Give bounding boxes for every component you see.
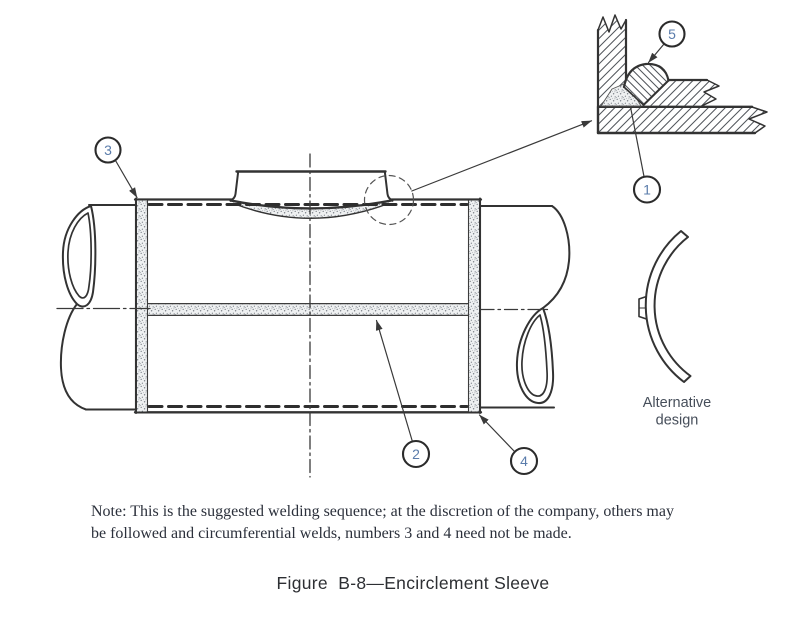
weld-detail-view: 5 1: [596, 14, 768, 204]
longitudinal-weld-band: [148, 304, 468, 315]
callout-1: 1: [632, 175, 662, 204]
callout-1-number: 1: [643, 182, 651, 198]
callout-4-leader: [478, 414, 516, 453]
pipe-plate-break-edge: [748, 106, 768, 134]
callout-5: 5: [658, 20, 686, 48]
branch-plate-section: [596, 14, 628, 108]
callout-2-circle: [401, 439, 431, 469]
callout-5-leader: [647, 43, 665, 64]
pipe-break-loop-inner-left: [67, 212, 92, 299]
circumferential-weld-right-band: [469, 200, 479, 412]
callout-4-number: 4: [520, 453, 528, 469]
weld-cap-5: [622, 62, 670, 106]
weld-cap-lower-line: [623, 86, 645, 106]
callout-5-circle: [658, 20, 686, 48]
sleeve-plate-break-edge: [701, 79, 720, 107]
callout-3: 3: [94, 136, 122, 164]
callout-3-circle: [94, 136, 122, 164]
figure-note: Note: This is the suggested welding sequ…: [91, 501, 751, 545]
pipe-break-tail-right: [542, 205, 571, 309]
pipe-plate-section: [596, 105, 768, 135]
branch-plate-break-edge: [597, 14, 627, 33]
callout-3-number: 3: [104, 142, 112, 158]
saddle-face: [231, 172, 391, 209]
main-view: 3 2 4: [56, 120, 593, 478]
alt-design-label-line2: design: [656, 413, 699, 429]
alt-design-crescent: [644, 230, 692, 383]
callout-2-number: 2: [412, 446, 420, 462]
branch-plate-hatch: [598, 15, 626, 106]
callout-1-circle: [632, 175, 662, 204]
pipe-break-tail-left: [59, 303, 87, 411]
alt-design-label-line1: Alternative: [643, 395, 712, 411]
callout-4: 4: [509, 446, 539, 476]
pipe-right-end: [480, 205, 571, 409]
figure-note-line1: Note: This is the suggested welding sequ…: [91, 503, 674, 520]
detail-indicator-circle: [363, 174, 415, 226]
weld-cap-hatch: [624, 63, 669, 105]
pipe-plate-hatch: [598, 107, 767, 133]
callout-2: 2: [401, 439, 431, 469]
detail-leader-arrow: [411, 120, 593, 192]
callout-4-circle: [509, 446, 539, 476]
callout-5-number: 5: [668, 26, 676, 42]
figure-note-line2: be followed and circumferential welds, n…: [91, 525, 572, 542]
callout-2-leader: [375, 319, 413, 443]
sleeve-body: [133, 197, 483, 415]
figure-caption: Figure B-8—Encirclement Sleeve: [276, 573, 550, 593]
weld-cap-arc: [622, 62, 670, 89]
callout-1-leader: [629, 106, 645, 178]
sleeve-end-bevel-line: [642, 79, 670, 106]
longitudinal-weld-edges: [147, 303, 469, 316]
alternative-design: Alternative design: [638, 230, 712, 429]
pipe-break-loop-inner-right: [521, 314, 548, 397]
pipe-left-end: [59, 204, 137, 411]
circumferential-weld-left-band: [137, 200, 147, 412]
callout-3-leader: [114, 159, 138, 199]
